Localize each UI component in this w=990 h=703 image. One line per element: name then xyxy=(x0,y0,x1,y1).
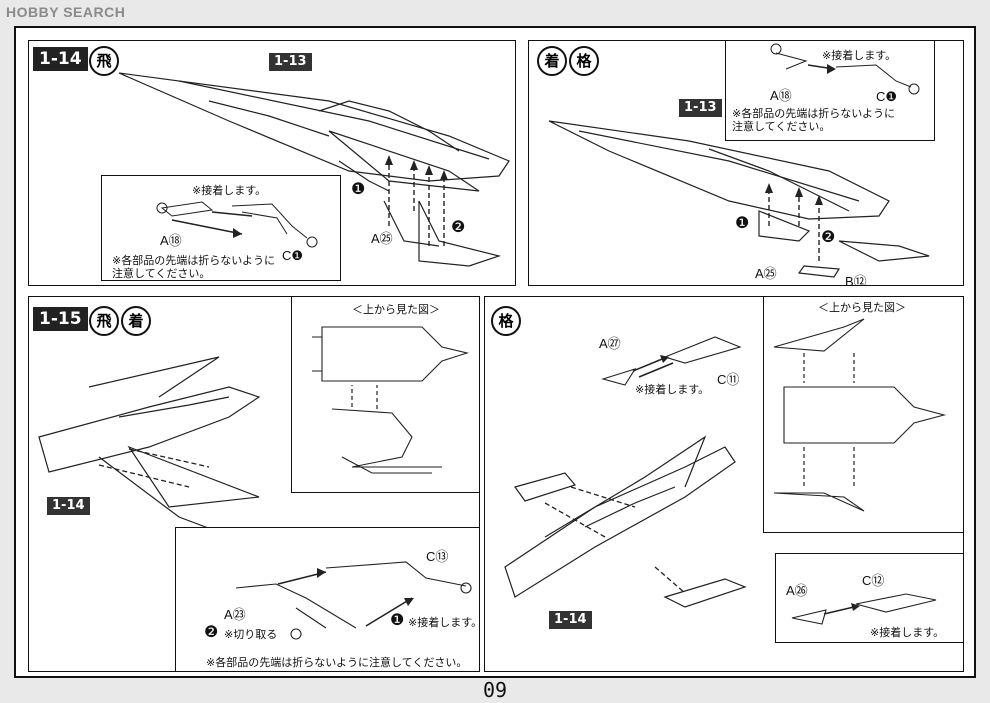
step-number: 1-15 xyxy=(33,307,88,331)
caution-note: ※各部品の先端は折らないように 注意してください。 xyxy=(732,107,895,133)
part-sketch xyxy=(235,561,472,640)
part-label-c1: C❶ xyxy=(876,89,898,104)
mode-badge-kaku: 格 xyxy=(491,306,521,336)
top-view-inset: ＜上から見た図＞ xyxy=(291,297,479,493)
mode-badge-chaku: 着 xyxy=(537,46,567,76)
detail-callout-a23-c13: A㉓ C⑬ ❷ ※切り取る ❶ ※接着します。 ※各部品の先端は折らないように注… xyxy=(175,527,480,671)
step-marker-2: ❷ xyxy=(204,624,219,641)
part-label-b12: B⑫ xyxy=(845,274,867,286)
panel-step-kaku-2: 格 A㉗ C⑪ ※接着します。 ＜上から見た図＞ xyxy=(484,296,964,672)
part-label-a23: A㉓ xyxy=(224,607,246,622)
part-label-a18: A⑱ xyxy=(770,88,792,103)
part-label-c13: C⑬ xyxy=(426,549,449,564)
reference-step: 1-14 xyxy=(47,497,90,515)
top-view-inset: ＜上から見た図＞ xyxy=(763,297,963,533)
part-label-c12: C⑫ xyxy=(862,573,885,588)
panel-step-1-14: 1-14 飛 1-13 A㉕ ❶ ❷ ※接着します。 xyxy=(28,40,516,286)
watermark-logo: HOBBY SEARCH xyxy=(6,4,126,20)
top-view-label: ＜上から見た図＞ xyxy=(818,301,906,314)
caution-note: ※各部品の先端は折らないように注意してください。 xyxy=(206,656,468,669)
step-marker-2: ❷ xyxy=(451,219,466,236)
top-view-sketch xyxy=(312,326,470,474)
top-view-sketch xyxy=(773,318,947,512)
part-label-c11: C⑪ xyxy=(717,372,740,387)
panel-step-kaku-1: 着 格 1-13 ※接着します。 A⑱ C❶ ※各部品の先端は折らないように 注… xyxy=(528,40,964,286)
detail-callout-a18-c1: ※接着します。 A⑱ C❶ ※各部品の先端は折らないように 注意してください。 xyxy=(725,41,935,141)
step-marker-1: ❶ xyxy=(735,215,750,232)
part-label-c1: C❶ xyxy=(282,248,304,263)
panel-step-1-15: 1-15 飛 着 ＜上から見た図＞ xyxy=(28,296,480,672)
reference-step: 1-13 xyxy=(269,53,312,71)
step-number: 1-14 xyxy=(33,47,88,71)
glue-note-2: ※接着します。 xyxy=(870,626,945,639)
ship-sketch-1 xyxy=(118,72,510,267)
part-sketch xyxy=(791,593,937,625)
part-label-a27: A㉗ xyxy=(599,336,621,351)
detail-callout-a26-c12: A㉖ C⑫ ※接着します。 xyxy=(775,553,963,643)
mode-badge-hi: 飛 xyxy=(89,46,119,76)
step-marker-2: ❷ xyxy=(821,229,836,246)
mode-badge-chaku: 着 xyxy=(121,306,151,336)
glue-note: ※接着します。 xyxy=(408,616,480,629)
part-sketch xyxy=(156,201,318,248)
ship-sketch-2 xyxy=(548,120,930,278)
part-sketch-a27-c11 xyxy=(601,336,742,386)
mode-badge-hi: 飛 xyxy=(89,306,119,336)
cut-note: ※切り取る xyxy=(224,628,278,641)
step-marker-1: ❶ xyxy=(351,181,366,198)
reference-step: 1-13 xyxy=(679,99,722,117)
step-marker-1: ❶ xyxy=(390,612,405,629)
part-label-a18: A⑱ xyxy=(160,233,182,248)
glue-note-1: ※接着します。 xyxy=(635,383,710,396)
glue-note: ※接着します。 xyxy=(822,49,897,62)
ship-sketch-4 xyxy=(504,435,747,608)
mode-badge-kaku: 格 xyxy=(569,46,599,76)
part-label-a25: A㉕ xyxy=(755,266,777,281)
part-sketch xyxy=(770,43,920,95)
caution-note: ※各部品の先端は折らないように 注意してください。 xyxy=(112,254,275,280)
glue-note: ※接着します。 xyxy=(192,184,267,197)
reference-step: 1-14 xyxy=(549,611,592,629)
top-view-label: ＜上から見た図＞ xyxy=(352,303,440,316)
part-label-a25: A㉕ xyxy=(371,231,393,246)
detail-callout-a18-c1: ※接着します。 A⑱ C❶ ※各部品の先端は折らないように 注意してください。 xyxy=(101,175,341,281)
page-number: 09 xyxy=(482,678,508,702)
part-label-a26: A㉖ xyxy=(786,583,808,598)
